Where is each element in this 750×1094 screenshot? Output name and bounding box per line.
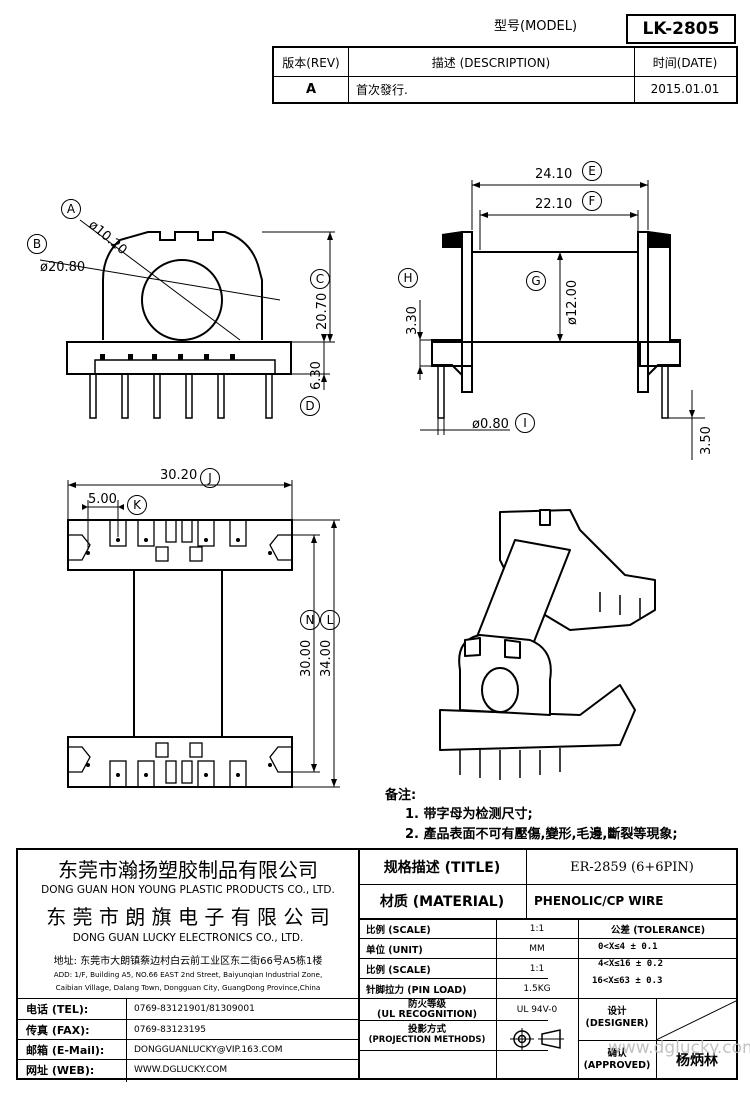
- scale2-value: 1:1: [529, 963, 545, 974]
- company-name-1-en: DONG GUAN HON YOUNG PLASTIC PRODUCTS CO.…: [41, 884, 335, 896]
- tolerance-label: 公差 (TOLERANCE): [610, 924, 706, 936]
- isometric-view-drawing: [439, 509, 656, 780]
- notes-line-1: 1. 带字母为检测尺寸;: [405, 807, 533, 822]
- letter-l-circle: L: [320, 610, 340, 630]
- material-value: PHENOLIC/CP WIRE: [534, 894, 664, 908]
- model-label: 型号(MODEL): [494, 19, 578, 34]
- dim-n-text: 30.00: [299, 640, 314, 677]
- material-label: 材质 (MATERIAL): [379, 894, 505, 910]
- letter-c-circle: C: [310, 269, 330, 289]
- title-value: ER-2859 (6+6PIN): [570, 859, 694, 875]
- side-view-drawing: 24.10 22.10 ø12.00 3.30 ø0.80 3.50: [405, 167, 714, 460]
- web-value[interactable]: WWW.DGLUCKY.COM: [134, 1065, 228, 1075]
- projection-label: 投影方式 (PROJECTION METHODS): [358, 1024, 496, 1050]
- unit-value: MM: [529, 943, 545, 954]
- letter-f-circle: F: [582, 191, 602, 211]
- projection-symbol-icon: [510, 1028, 564, 1050]
- tolerance-range-1: 0<X≤4 ± 0.1: [598, 942, 658, 952]
- tolerance-range-3: 16<X≤63 ± 0.3: [592, 976, 663, 986]
- fire-rating-label-cn: 防火等级: [407, 999, 446, 1010]
- scale2-label: 比例 (SCALE): [366, 964, 431, 976]
- pin-load-label: 针脚拉力 (PIN LOAD): [366, 984, 467, 996]
- tolerance-range-2: 4<X≤16 ± 0.2: [598, 959, 664, 969]
- fire-rating-value: UL 94V-0: [516, 1005, 558, 1015]
- dim-l-text: 34.00: [319, 640, 334, 677]
- watermark-text: www.dglucky.com: [608, 1038, 750, 1058]
- top-view-drawing: 30.20 5.00 30.00 34.00: [67, 468, 340, 788]
- letter-d-circle: D: [300, 396, 320, 416]
- company-name-2-cn: 东 莞 市 朗 旗 电 子 有 限 公 司: [46, 904, 330, 929]
- email-label: 邮箱 (E-Mail):: [26, 1043, 105, 1057]
- rev-value: A: [305, 81, 317, 97]
- approved-label-cn: 确认: [607, 1048, 627, 1059]
- title-block: 东莞市瀚扬塑胶制品有限公司 DONG GUAN HON YOUNG PLASTI…: [16, 848, 738, 1082]
- scale-value: 1:1: [529, 923, 545, 934]
- designer-label: 设计 (DESIGNER): [578, 1002, 656, 1038]
- letter-g-circle: G: [526, 271, 546, 291]
- letter-i-circle: I: [515, 413, 535, 433]
- title-label: 规格描述 (TITLE): [383, 860, 501, 876]
- revision-table: 版本(REV) 描述 (DESCRIPTION) 时间(DATE) A 首次發行…: [272, 46, 738, 104]
- designer-diagonal: [656, 1000, 738, 1040]
- pin-load-value: 1.5KG: [523, 983, 551, 994]
- model-value: LK-2805: [626, 14, 736, 44]
- notes-line-2: 2. 產品表面不可有壓傷,變形,毛邊,斷裂等現象;: [405, 827, 678, 842]
- notes-title: 备注:: [385, 788, 417, 803]
- scale-label: 比例 (SCALE): [366, 924, 431, 936]
- front-view-drawing: ø10.20 ø20.80 20.70 6.30: [39, 218, 335, 419]
- desc-value: 首次發行.: [356, 82, 408, 97]
- letter-n-circle: N: [300, 610, 320, 630]
- dim-i-text: ø0.80: [472, 417, 509, 432]
- dim-h-text: 3.30: [405, 306, 420, 335]
- letter-h-circle: H: [398, 268, 418, 288]
- dim-e-text: 24.10: [535, 167, 572, 182]
- projection-label-en: (PROJECTION METHODS): [368, 1035, 486, 1045]
- letter-j-circle: J: [200, 468, 220, 488]
- tel-value: 0769-83121901/81309001: [134, 1004, 255, 1014]
- company-name-1-cn: 东莞市瀚扬塑胶制品有限公司: [58, 857, 318, 882]
- approver-name: 杨炳林: [676, 1053, 718, 1069]
- dim-f-text: 22.10: [535, 197, 572, 212]
- date-value: 2015.01.01: [650, 82, 720, 96]
- web-label: 网址 (WEB):: [26, 1064, 95, 1077]
- fax-value: 0769-83123195: [134, 1024, 206, 1035]
- letter-a-circle: A: [61, 199, 81, 219]
- company-name-2-en: DONG GUAN LUCKY ELECTRONICS CO., LTD.: [72, 932, 304, 944]
- approved-label-en: (APPROVED): [583, 1060, 651, 1071]
- company-address-en-2: Caibian Village, Dalang Town, Dongguan C…: [55, 982, 321, 992]
- fax-label: 传真 (FAX):: [26, 1023, 90, 1037]
- projection-label-cn: 投影方式: [407, 1024, 446, 1035]
- rev-header: 版本(REV): [282, 55, 340, 70]
- dim-c-text: 20.70: [315, 293, 330, 330]
- letter-k-circle: K: [127, 495, 147, 515]
- dim-d-text: 6.30: [309, 361, 324, 390]
- dim-k-text: 5.00: [88, 492, 117, 507]
- letter-e-circle: E: [582, 161, 602, 181]
- date-header: 时间(DATE): [652, 55, 718, 70]
- dim-j-text: 30.20: [160, 468, 197, 483]
- fire-rating-label: 防火等级 (UL RECOGNITION): [358, 1000, 496, 1020]
- designer-label-cn: 设计: [607, 1006, 627, 1017]
- approved-label: 确认 (APPROVED): [578, 1042, 656, 1078]
- tel-label: 电话 (TEL):: [26, 1003, 89, 1016]
- dim-350-text: 3.50: [699, 426, 714, 455]
- fire-rating-label-en: (UL RECOGNITION): [377, 1009, 477, 1020]
- unit-label: 单位 (UNIT): [366, 944, 423, 956]
- desc-header: 描述 (DESCRIPTION): [431, 55, 551, 70]
- letter-b-circle: B: [27, 234, 47, 254]
- company-address-en-1: ADD: 1/F, Building A5, NO.66 EAST 2nd St…: [53, 969, 323, 979]
- dim-b-text: ø20.80: [40, 260, 85, 275]
- designer-label-en: (DESIGNER): [585, 1018, 649, 1029]
- dim-g-text: ø12.00: [565, 280, 580, 325]
- email-value[interactable]: DONGGUANLUCKY@VIP.163.COM: [134, 1044, 283, 1055]
- company-address-cn: 地址: 东莞市大朗镇蔡边村白云前工业区东二街66号A5栋1楼: [53, 955, 323, 967]
- dim-a-text: ø10.20: [85, 218, 129, 259]
